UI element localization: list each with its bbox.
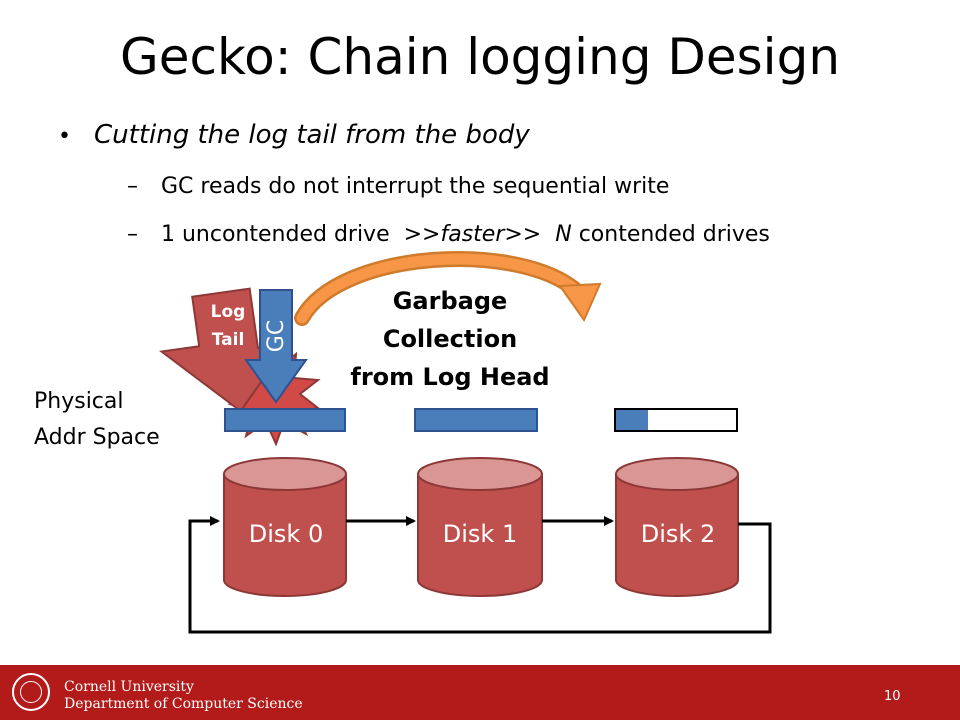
sub-bullet-variable: N bbox=[555, 222, 572, 247]
sub-bullet-text-post: contended drives bbox=[571, 222, 770, 247]
gc-arrow-icon bbox=[244, 289, 308, 404]
disk-label: Disk 2 bbox=[640, 520, 716, 548]
slide-title: Gecko: Chain logging Design bbox=[119, 28, 841, 86]
gc-arc-arrow bbox=[294, 250, 602, 326]
log-tail-label-line: Log bbox=[210, 302, 246, 322]
physical-label-line: Addr Space bbox=[34, 425, 160, 450]
sub-bullet-dash: – bbox=[127, 222, 138, 247]
sub-bullet-item: – 1 uncontended drive >>faster>> N conte… bbox=[127, 222, 770, 247]
disk-1-cylinder bbox=[417, 457, 543, 597]
university-seal-icon bbox=[12, 673, 50, 711]
gc-annotation: Garbage Collection from Log Head bbox=[350, 282, 550, 396]
bullet-mark: • bbox=[58, 124, 71, 149]
sub-bullet-item: – GC reads do not interrupt the sequenti… bbox=[127, 174, 669, 199]
bullet-text: Cutting the log tail from the body bbox=[94, 120, 530, 150]
sub-bullet-text-mid: >> bbox=[504, 222, 556, 247]
department-name: Department of Computer Science bbox=[64, 696, 303, 712]
university-name: Cornell University bbox=[64, 679, 194, 695]
page-number: 10 bbox=[884, 689, 901, 704]
addr-space-bar-disk-0 bbox=[224, 408, 346, 432]
sub-bullet-dash: – bbox=[127, 174, 138, 199]
footer-bar bbox=[0, 665, 960, 720]
bullet-item: • Cutting the log tail from the body bbox=[58, 120, 530, 150]
physical-label-line: Physical bbox=[34, 389, 124, 414]
addr-space-bar-disk-2 bbox=[614, 408, 738, 432]
sub-bullet-text: GC reads do not interrupt the sequential… bbox=[161, 174, 670, 199]
sub-bullet-emphasis: faster bbox=[440, 222, 505, 247]
gc-annotation-line: Garbage bbox=[392, 287, 508, 315]
chain-logging-diagram bbox=[159, 250, 772, 634]
gc-annotation-line: from Log Head bbox=[350, 363, 550, 391]
log-tail-label-line: Tail bbox=[211, 330, 245, 350]
disk-0-cylinder bbox=[223, 457, 347, 597]
log-tail-label: Log Tail bbox=[198, 298, 258, 354]
sub-bullet-text-pre: 1 uncontended drive >> bbox=[161, 222, 441, 247]
gc-arrow-label: GC bbox=[264, 319, 289, 353]
gc-annotation-line: Collection bbox=[382, 325, 518, 353]
physical-addr-space-label: Physical Addr Space bbox=[34, 384, 160, 456]
loop-back-arrow bbox=[188, 516, 772, 634]
disk-2-cylinder bbox=[615, 457, 739, 597]
addr-space-bar-disk-1 bbox=[414, 408, 538, 432]
disk-label: Disk 0 bbox=[248, 520, 324, 548]
disk-label: Disk 1 bbox=[442, 520, 518, 548]
addr-space-fill bbox=[616, 410, 649, 430]
